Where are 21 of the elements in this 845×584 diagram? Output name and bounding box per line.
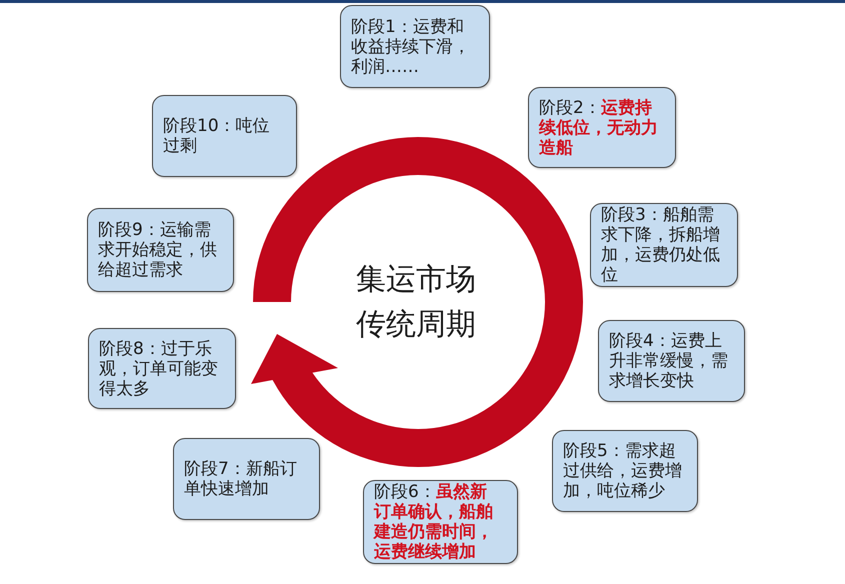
stage-text: 阶段1：运费和收益持续下滑，利润…… bbox=[351, 16, 471, 76]
stage-text: 阶段3：船舶需求下降，拆船增加，运费仍处低位 bbox=[601, 205, 721, 285]
stage-text: 阶段2：运费持续低位，无动力造船 bbox=[539, 98, 659, 158]
stage-box bbox=[173, 438, 320, 520]
stage-box bbox=[590, 203, 738, 287]
stage-box bbox=[363, 480, 518, 564]
stage-text: 阶段4：运费上升非常缓慢，需求增长变快 bbox=[609, 331, 729, 391]
stage-box bbox=[88, 328, 236, 409]
stage-box bbox=[87, 208, 234, 292]
stage-text: 阶段9：运输需求开始稳定，供给超过需求 bbox=[98, 220, 218, 280]
stage-box bbox=[340, 5, 490, 88]
stage-text: 阶段7：新船订单快速增加 bbox=[184, 459, 298, 499]
stage-box bbox=[152, 95, 297, 177]
stage-text: 阶段5：需求超过供给，运费增加，吨位稀少 bbox=[563, 441, 683, 501]
stage-text: 阶段8：过于乐观，订单可能变得太多 bbox=[99, 338, 219, 398]
stage-box bbox=[552, 430, 698, 512]
stage-text: 阶段10：吨位过剩 bbox=[163, 116, 271, 156]
stage-box bbox=[528, 87, 676, 168]
center-title: 集运市场传统周期 bbox=[355, 261, 477, 344]
stage-box bbox=[598, 320, 745, 402]
stage-text: 阶段6：虽然新订单确认，船舶建造仍需时间，运费继续增加 bbox=[374, 482, 494, 562]
